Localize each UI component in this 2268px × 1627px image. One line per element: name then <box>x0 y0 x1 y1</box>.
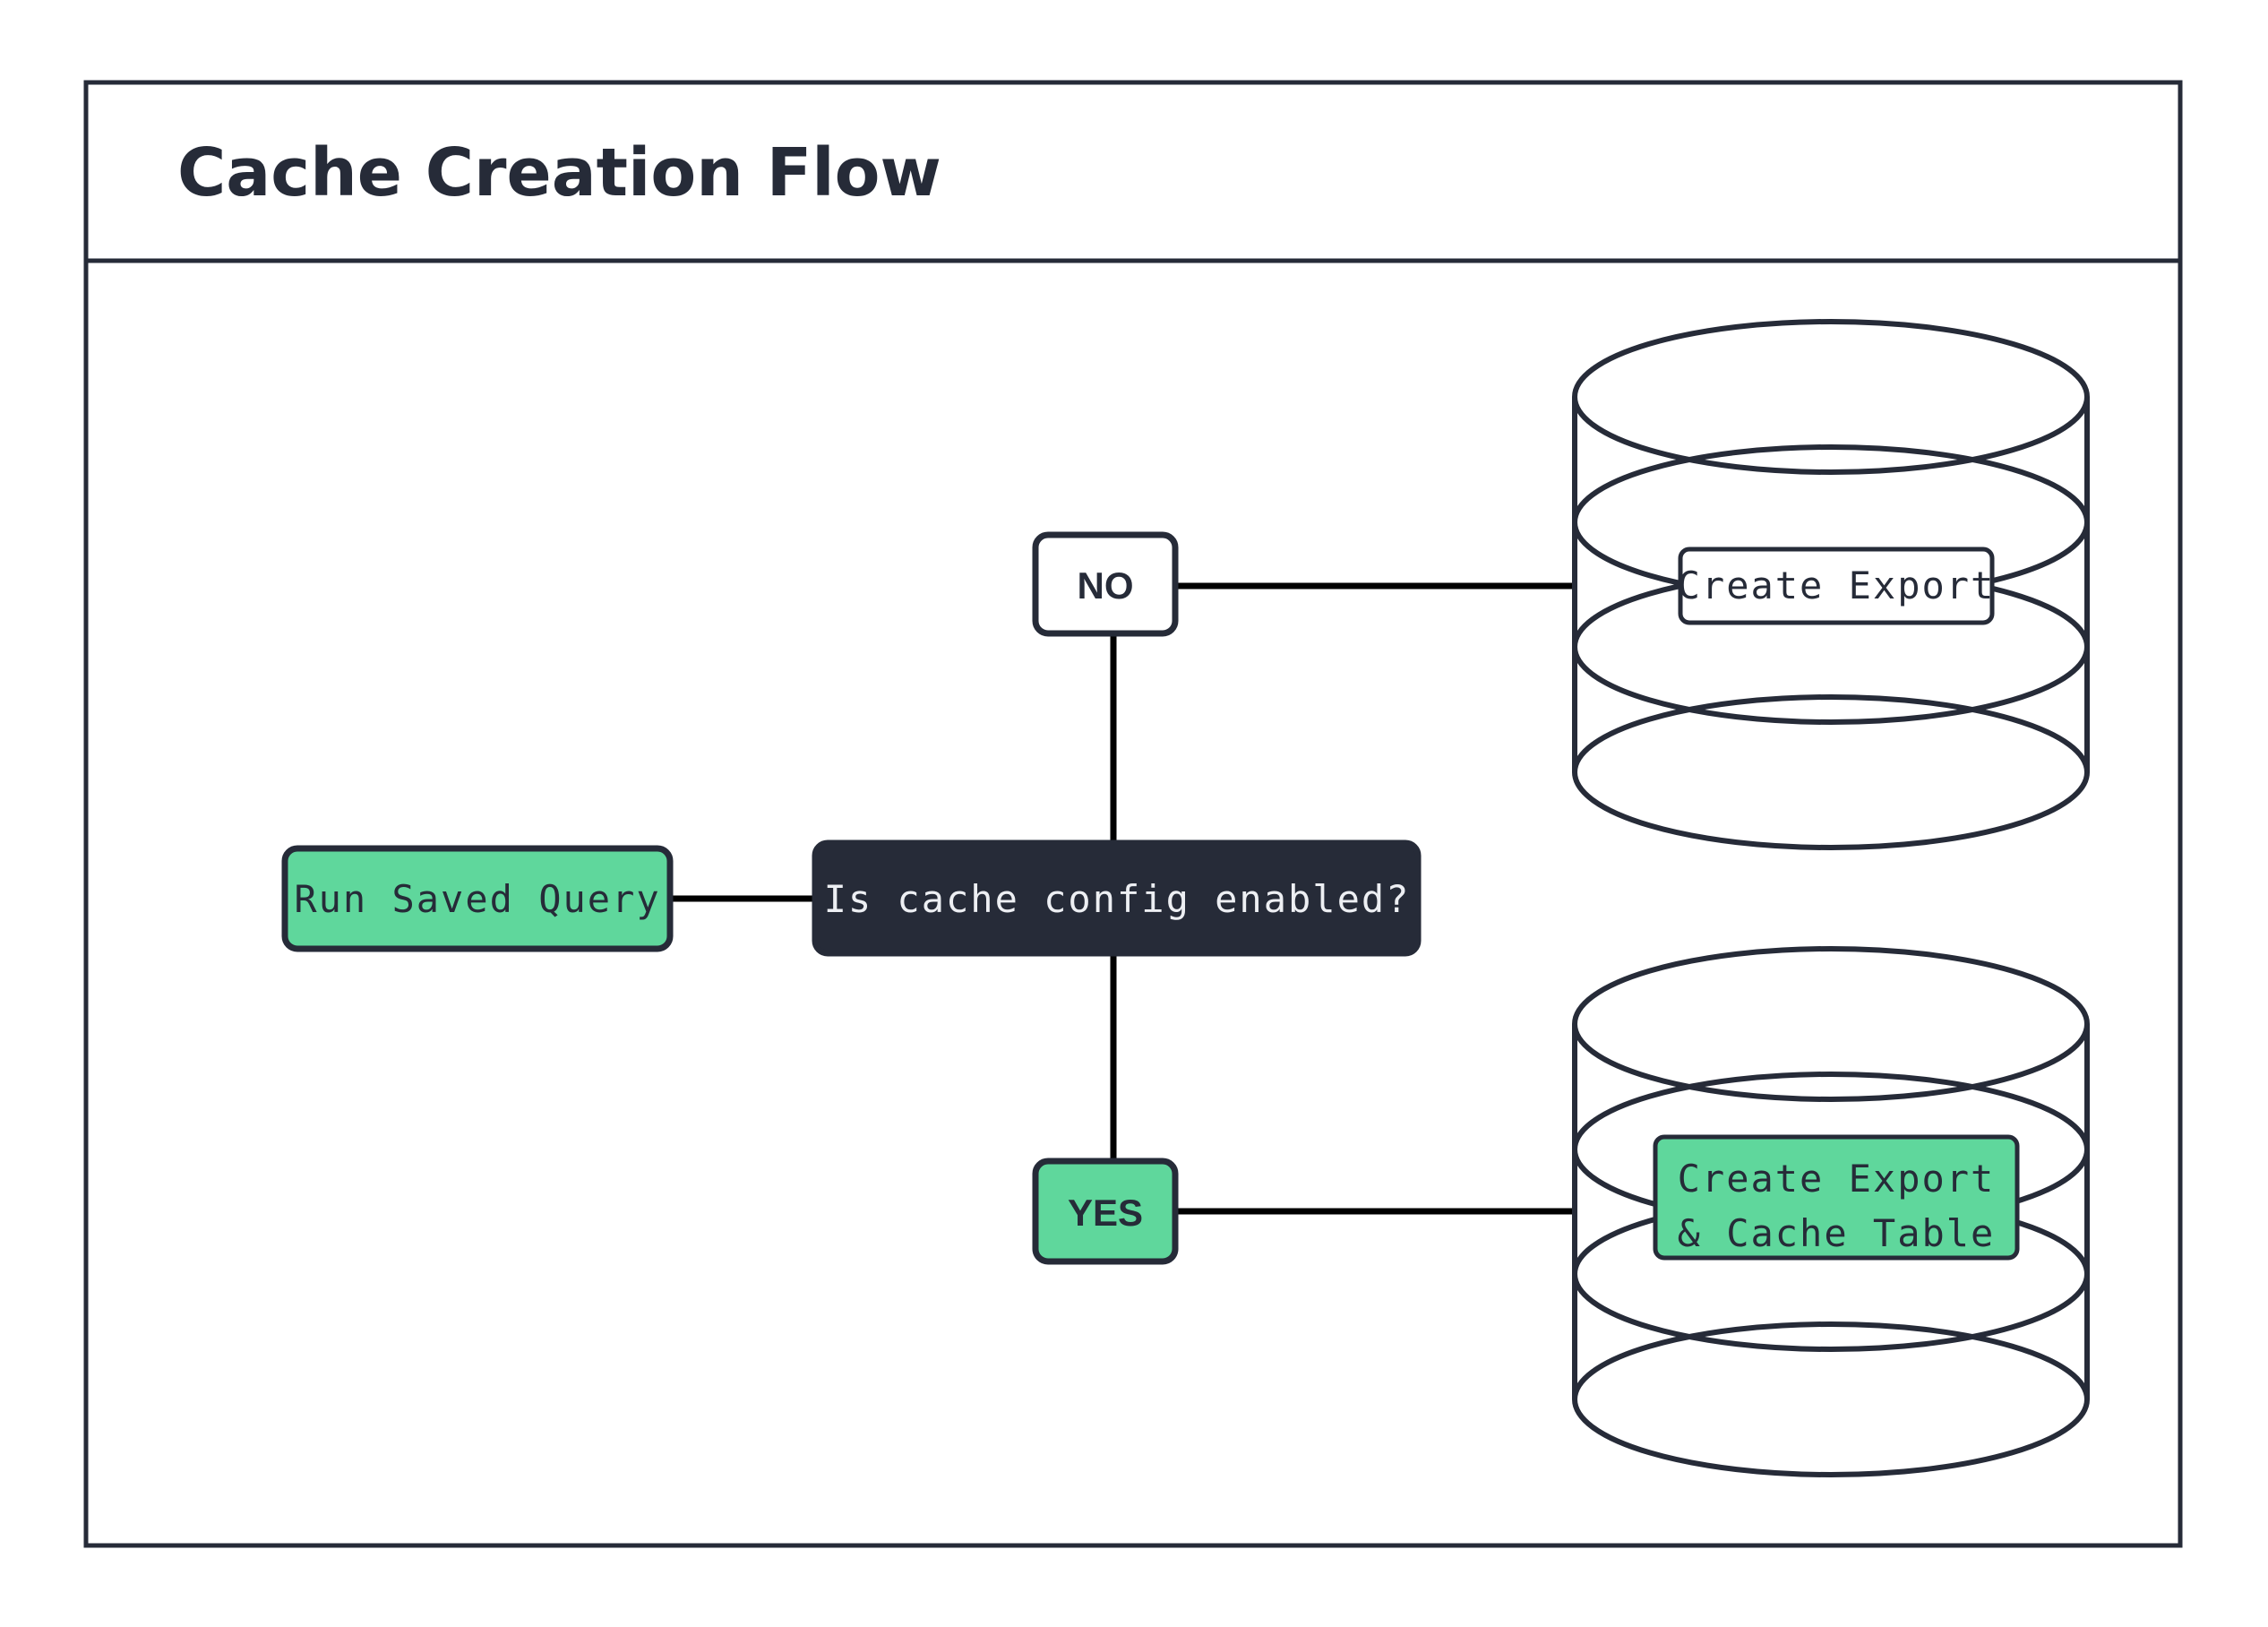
database-bottom-label-box <box>1653 1134 2020 1261</box>
node-branch-no[interactable]: NO <box>1032 531 1179 637</box>
node-branch-yes[interactable]: YES <box>1032 1158 1179 1265</box>
cylinder-ring-4 <box>1572 694 2090 850</box>
database-top-label-box <box>1678 547 1995 625</box>
branch-yes-label: YES <box>1068 1192 1143 1234</box>
cylinder2-ring-1 <box>1572 946 2090 1102</box>
database-top: Create Export <box>1572 319 2090 850</box>
cylinder-ring-1 <box>1572 319 2090 475</box>
page-title: Cache Creation Flow <box>177 134 941 211</box>
database-bottom-label-line1: Create Export <box>1678 1157 1996 1201</box>
run-saved-query-box[interactable] <box>281 845 674 952</box>
decision-label: Is cache config enabled? <box>824 877 1411 921</box>
database-top-label: Create Export <box>1678 564 1996 607</box>
branch-no-box[interactable] <box>1032 531 1179 637</box>
node-run-saved-query[interactable]: Run Saved Query <box>281 845 674 952</box>
decision-box[interactable] <box>812 839 1422 957</box>
database-bottom: Create Export & Cache Table <box>1572 946 2090 1477</box>
branch-no-label: NO <box>1078 564 1134 607</box>
database-bottom-label-line2: & Cache Table <box>1678 1211 1996 1255</box>
branch-yes-box[interactable] <box>1032 1158 1179 1265</box>
cylinder2-ring-4 <box>1572 1321 2090 1477</box>
run-saved-query-label: Run Saved Query <box>294 877 660 921</box>
node-decision[interactable]: Is cache config enabled? <box>812 839 1422 957</box>
diagram-frame <box>83 80 2183 1548</box>
